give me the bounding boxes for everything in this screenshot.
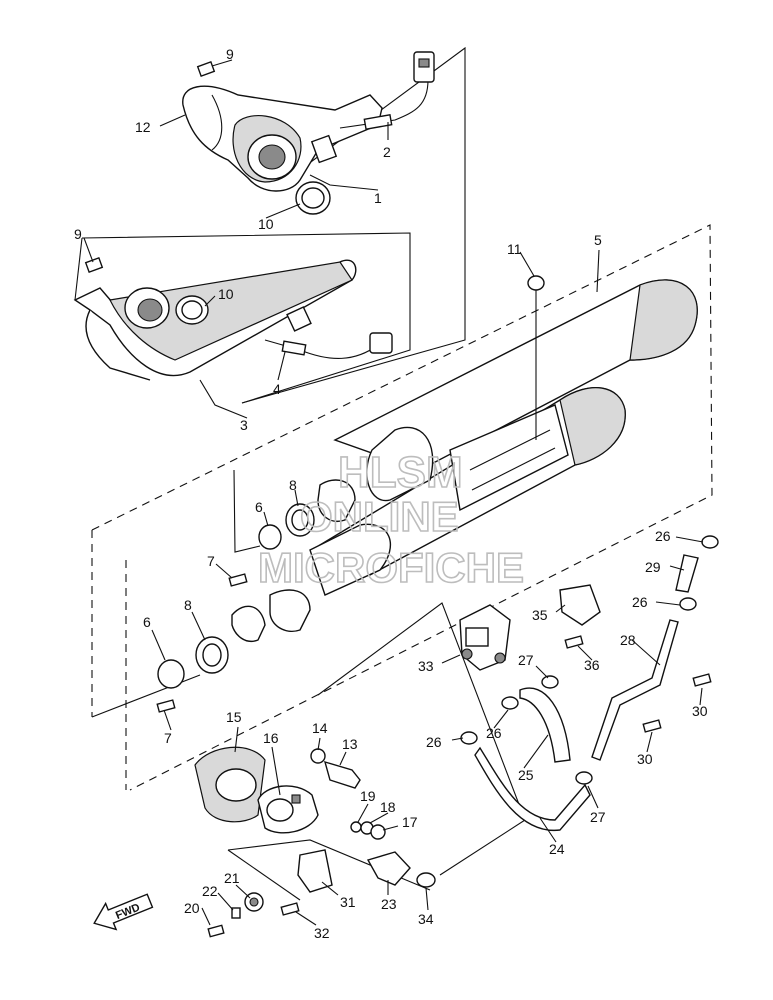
callout-36: 36 bbox=[584, 657, 600, 673]
air-cut-valve-33 bbox=[459, 604, 511, 671]
callout-29: 29 bbox=[645, 559, 661, 575]
callout-30-b: 30 bbox=[637, 751, 653, 767]
callout-6-lower: 6 bbox=[143, 614, 151, 630]
callout-34: 34 bbox=[418, 911, 434, 927]
callout-15: 15 bbox=[226, 709, 242, 725]
callout-24: 24 bbox=[549, 841, 565, 857]
callout-27-a: 27 bbox=[518, 652, 534, 668]
callout-31: 31 bbox=[340, 894, 356, 910]
bolt-7-lower bbox=[156, 699, 176, 713]
gasket-6-lower bbox=[157, 659, 185, 689]
callout-20: 20 bbox=[184, 900, 200, 916]
callout-1: 1 bbox=[374, 190, 382, 206]
bolt-11 bbox=[527, 275, 545, 440]
bracket-31 bbox=[297, 849, 333, 893]
callout-16: 16 bbox=[263, 730, 279, 746]
clamp-8-upper bbox=[285, 503, 315, 537]
callout-32: 32 bbox=[314, 925, 330, 941]
bracket-35 bbox=[559, 584, 601, 626]
callout-6-upper: 6 bbox=[255, 499, 263, 515]
callout-26-d: 26 bbox=[426, 734, 442, 750]
callout-labels: 1 2 3 4 5 6 6 7 7 8 8 9 9 10 10 11 12 13… bbox=[74, 46, 708, 941]
callout-22: 22 bbox=[202, 883, 218, 899]
muffler-5 bbox=[231, 279, 698, 642]
watermark-line-1: HLSM bbox=[338, 448, 463, 497]
watermark-line-3: MICROFICHE bbox=[258, 544, 524, 591]
gasket-10-lower bbox=[175, 295, 209, 325]
callout-27-b: 27 bbox=[590, 809, 606, 825]
callout-26-a: 26 bbox=[655, 528, 671, 544]
pipe-24 bbox=[474, 746, 591, 831]
clamp-27-a bbox=[541, 675, 559, 689]
clip-14 bbox=[310, 748, 326, 764]
clamp-26-b bbox=[679, 597, 697, 611]
callout-23: 23 bbox=[381, 896, 397, 912]
callout-10-lower: 10 bbox=[218, 286, 234, 302]
watermark-line-2: ONLINE bbox=[300, 493, 459, 540]
callout-7-upper: 7 bbox=[207, 553, 215, 569]
callout-12: 12 bbox=[135, 119, 151, 135]
callout-10-upper: 10 bbox=[258, 216, 274, 232]
callout-8-upper: 8 bbox=[289, 477, 297, 493]
front-pipe-group-outline bbox=[74, 46, 466, 404]
callout-35: 35 bbox=[532, 607, 548, 623]
o2-sensor-4 bbox=[264, 332, 393, 359]
hose-25 bbox=[519, 687, 571, 763]
watermark: HLSM ONLINE MICROFICHE bbox=[257, 447, 525, 592]
callout-33: 33 bbox=[418, 658, 434, 674]
callout-14: 14 bbox=[312, 720, 328, 736]
nut-17 bbox=[370, 824, 386, 840]
screw-32 bbox=[280, 902, 300, 916]
gasket-6-upper bbox=[258, 524, 282, 550]
pipe-28 bbox=[591, 619, 679, 761]
bolt-9-lower bbox=[84, 257, 104, 273]
leader-lines bbox=[83, 59, 704, 926]
callout-26-c: 26 bbox=[486, 725, 502, 741]
fwd-label: FWD bbox=[114, 902, 142, 923]
gasket-10-upper bbox=[295, 181, 331, 215]
hose-13 bbox=[323, 760, 361, 789]
callout-7-lower: 7 bbox=[164, 730, 172, 746]
clamp-27-b bbox=[575, 771, 593, 785]
cover-15 bbox=[194, 746, 266, 823]
bolt-30-b bbox=[642, 719, 662, 733]
callout-28: 28 bbox=[620, 632, 636, 648]
callout-26-b: 26 bbox=[632, 594, 648, 610]
exhaust-pipe-1 bbox=[182, 85, 383, 192]
callout-13: 13 bbox=[342, 736, 358, 752]
hose-23 bbox=[366, 851, 411, 886]
clamp-8-lower bbox=[195, 636, 229, 674]
callout-11: 11 bbox=[507, 241, 522, 257]
clamp-26-a bbox=[701, 535, 719, 549]
exhaust-pipe-3 bbox=[73, 259, 357, 381]
bolt-7-upper bbox=[228, 573, 248, 587]
callout-2: 2 bbox=[383, 144, 391, 160]
callout-9-lower: 9 bbox=[74, 226, 82, 242]
callout-19: 19 bbox=[360, 788, 376, 804]
callout-8-lower: 8 bbox=[184, 597, 192, 613]
callout-17: 17 bbox=[402, 814, 418, 830]
hose-29 bbox=[675, 554, 699, 593]
callout-21: 21 bbox=[224, 870, 240, 886]
clamp-26-c bbox=[501, 696, 519, 710]
callout-30-a: 30 bbox=[692, 703, 708, 719]
collar-22 bbox=[231, 907, 241, 919]
bolt-9-upper bbox=[196, 61, 216, 77]
washer-19 bbox=[350, 821, 362, 833]
bolt-30-a bbox=[692, 673, 712, 687]
callout-9-upper: 9 bbox=[226, 46, 234, 62]
callout-4: 4 bbox=[273, 381, 281, 397]
bolt-20 bbox=[207, 924, 225, 938]
fwd-arrow-icon: FWD bbox=[93, 893, 154, 931]
clamp-26-d bbox=[460, 731, 478, 745]
reed-valve-16 bbox=[257, 785, 319, 834]
bolt-36 bbox=[564, 635, 584, 649]
callout-25: 25 bbox=[518, 767, 534, 783]
callout-5: 5 bbox=[594, 232, 602, 248]
o2-sensor-2 bbox=[339, 51, 435, 130]
callout-3: 3 bbox=[240, 417, 248, 433]
clip-34 bbox=[416, 872, 436, 888]
callout-18: 18 bbox=[380, 799, 396, 815]
